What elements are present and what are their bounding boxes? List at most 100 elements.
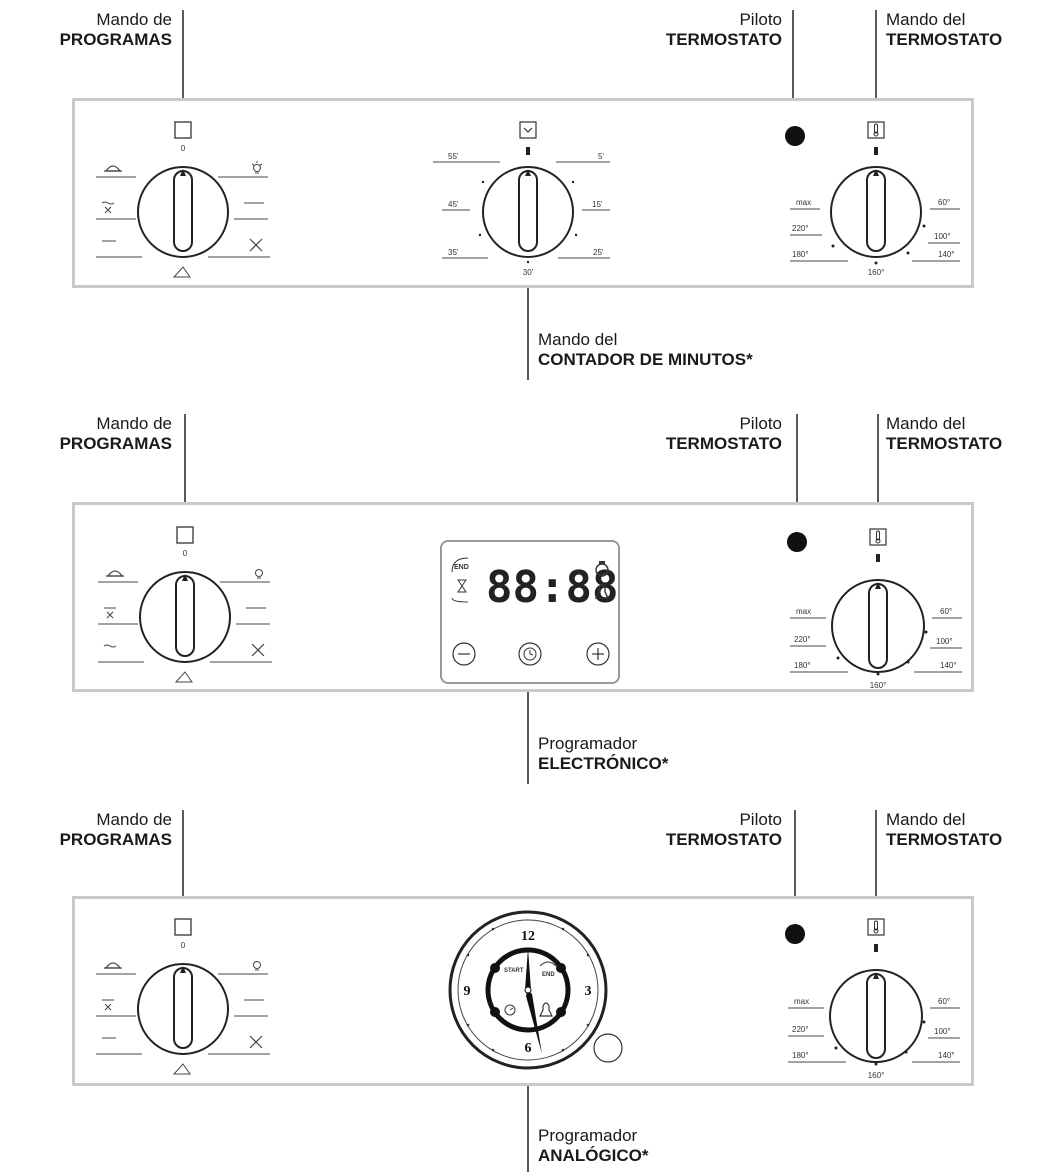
pizza-icon bbox=[172, 266, 191, 278]
thermostat-knob-callout: Mando del TERMOSTATO bbox=[886, 810, 1056, 850]
pilot-light-callout: Piloto TERMOSTATO bbox=[560, 10, 782, 50]
thermostat-pilot-light bbox=[785, 126, 805, 146]
fan-icon bbox=[249, 1035, 263, 1049]
clock-number-9: 9 bbox=[464, 984, 471, 999]
clock-number-6: 6 bbox=[525, 1041, 532, 1056]
end-label: END bbox=[454, 564, 469, 571]
callout-line2: TERMOSTATO bbox=[886, 830, 1003, 849]
clock-tick-dots bbox=[466, 927, 590, 1052]
temp-mark-140: 140° bbox=[938, 250, 955, 259]
light-bulb-icon bbox=[251, 161, 263, 174]
chevron-down-icon bbox=[519, 121, 537, 139]
thermostat-knob[interactable]: max 60° 220° 100° 180° 140° 160° bbox=[776, 912, 976, 1092]
callout-line1: Mando del bbox=[886, 414, 966, 433]
temp-mark-220: 220° bbox=[792, 1025, 809, 1034]
end-icon: END bbox=[451, 557, 469, 573]
thermometer-icon bbox=[867, 918, 885, 936]
temp-mark-60: 60° bbox=[938, 997, 950, 1006]
pastry-icon bbox=[104, 962, 122, 969]
analog-programmer-clock[interactable]: 12 3 6 9 START END bbox=[440, 904, 640, 1084]
callout-line2: TERMOSTATO bbox=[665, 30, 782, 49]
callout-line2: TERMOSTATO bbox=[886, 434, 1003, 453]
clock-number-3: 3 bbox=[585, 984, 592, 999]
zero-label: 0 bbox=[181, 144, 186, 153]
callout-line1: Mando del bbox=[538, 330, 618, 349]
end-label: END bbox=[542, 972, 555, 978]
timer-mark-25: 25' bbox=[593, 248, 604, 257]
callout-line1: Piloto bbox=[739, 414, 782, 433]
temp-mark-220: 220° bbox=[794, 635, 811, 644]
thermometer-icon bbox=[867, 121, 885, 139]
temp-mark-140: 140° bbox=[940, 661, 957, 670]
end-icon bbox=[539, 961, 557, 967]
pizza-icon bbox=[174, 671, 193, 683]
thermostat-pilot-light bbox=[785, 924, 805, 944]
callout-line1: Mando del bbox=[886, 810, 966, 829]
light-bulb-icon bbox=[255, 569, 263, 579]
callout-line1: Mando del bbox=[886, 10, 966, 29]
cook-time-icon bbox=[595, 561, 609, 577]
off-square-icon bbox=[176, 526, 194, 544]
temp-mark-100: 100° bbox=[934, 232, 951, 241]
temp-mark-max: max bbox=[794, 997, 809, 1006]
zero-label: 0 bbox=[181, 941, 186, 950]
temp-mark-160: 160° bbox=[868, 1071, 885, 1080]
callout-line1: Mando de bbox=[96, 414, 172, 433]
temp-mark-60: 60° bbox=[938, 198, 950, 207]
thermometer-icon bbox=[869, 528, 887, 546]
programs-knob-callout: Mando de PROGRAMAS bbox=[0, 810, 172, 850]
temp-mark-180: 180° bbox=[794, 661, 811, 670]
grill-fan-icon bbox=[102, 999, 114, 1011]
programs-knob[interactable]: 0 bbox=[84, 912, 284, 1092]
bell-icon bbox=[594, 583, 610, 599]
callout-line1: Programador bbox=[538, 1126, 638, 1145]
plus-button[interactable] bbox=[586, 642, 610, 666]
callout-line2: PROGRAMAS bbox=[59, 434, 172, 453]
clock-hour-hand bbox=[525, 948, 531, 998]
timer-mark-30: 30' bbox=[523, 268, 534, 277]
pastry-icon bbox=[106, 570, 124, 577]
temp-mark-220: 220° bbox=[792, 224, 809, 233]
temp-mark-max: max bbox=[796, 607, 811, 616]
minus-button[interactable] bbox=[452, 642, 476, 666]
callout-line2: ELECTRÓNICO* bbox=[538, 754, 669, 773]
pizza-icon bbox=[172, 1063, 191, 1075]
callout-line2: PROGRAMAS bbox=[59, 830, 172, 849]
analog-programmer-callout: Programador ANALÓGICO* bbox=[538, 1126, 938, 1166]
thermostat-knob[interactable]: max 60° 220° 100° 180° 140° 160° bbox=[778, 522, 978, 712]
temp-mark-160: 160° bbox=[868, 268, 885, 277]
temp-mark-180: 180° bbox=[792, 1051, 809, 1060]
pastry-icon bbox=[104, 165, 122, 172]
grill-fan-icon bbox=[104, 607, 116, 619]
callout-line2: TERMOSTATO bbox=[665, 434, 782, 453]
callout-line2: TERMOSTATO bbox=[886, 30, 1003, 49]
minute-timer-knob[interactable]: 55' 5' 45' 15' 35' 25' 30' bbox=[428, 115, 628, 295]
electronic-programmer: END 88:88 bbox=[440, 540, 620, 684]
timer-mark-15: 15' bbox=[592, 200, 603, 209]
programs-knob[interactable]: 0 bbox=[86, 520, 286, 700]
oven-panel-section-electronic-programmer: Mando de PROGRAMAS Piloto TERMOSTATO Man… bbox=[0, 400, 1060, 790]
clock-number-12: 12 bbox=[521, 929, 535, 944]
callout-line2: ANALÓGICO* bbox=[538, 1146, 649, 1165]
thermostat-knob-callout: Mando del TERMOSTATO bbox=[886, 10, 1056, 50]
thermostat-pilot-light bbox=[787, 532, 807, 552]
temp-mark-160: 160° bbox=[870, 681, 887, 690]
callout-line2: TERMOSTATO bbox=[665, 830, 782, 849]
start-label: START bbox=[504, 968, 524, 974]
off-square-icon bbox=[174, 918, 192, 936]
clock-adjust-knob[interactable] bbox=[593, 1033, 623, 1063]
programs-knob-callout: Mando de PROGRAMAS bbox=[0, 10, 172, 50]
bell-icon bbox=[539, 1002, 553, 1017]
clock-button[interactable] bbox=[518, 642, 542, 666]
callout-line2: PROGRAMAS bbox=[59, 30, 172, 49]
timer-mark-35: 35' bbox=[448, 248, 459, 257]
grill-fan-icon bbox=[101, 201, 115, 214]
zero-label: 0 bbox=[183, 549, 188, 558]
electronic-programmer-callout: Programador ELECTRÓNICO* bbox=[538, 734, 938, 774]
timer-mark-45: 45' bbox=[448, 200, 459, 209]
callout-line1: Piloto bbox=[739, 10, 782, 29]
fan-icon bbox=[249, 238, 263, 252]
programs-knob[interactable]: 0 bbox=[84, 115, 284, 295]
timer-mark-5: 5' bbox=[598, 152, 604, 161]
thermostat-knob[interactable]: max 60° 220° 100° 180° 140° 160° bbox=[776, 115, 976, 295]
